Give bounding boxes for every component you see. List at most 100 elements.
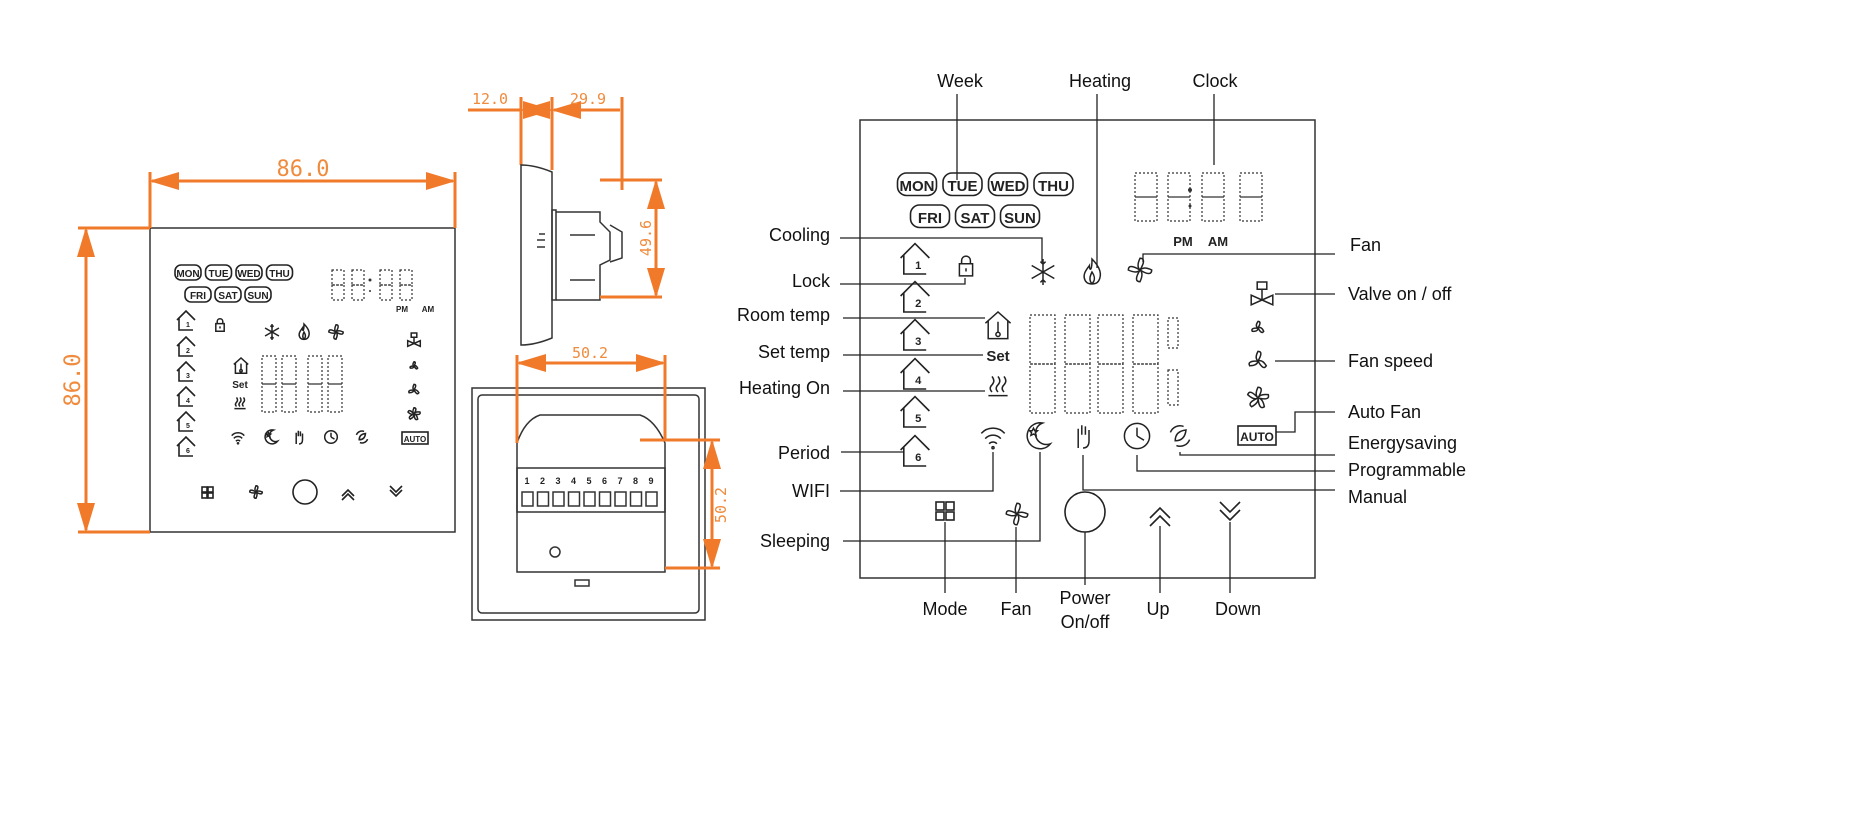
- segment-digit: [327, 355, 343, 385]
- terminal-number: 7: [617, 476, 622, 486]
- heating-on-icon: [234, 397, 245, 408]
- terminal-number: 4: [571, 476, 576, 486]
- terminal-slot: [629, 491, 643, 507]
- day-pill-mon: [896, 172, 938, 197]
- fan-button-icon[interactable]: [250, 486, 263, 499]
- fan-speed-1-icon: [1252, 321, 1264, 332]
- period-6-icon: 6: [176, 435, 196, 457]
- segment-digit: [1134, 172, 1158, 198]
- period-6-icon: 6: [900, 434, 930, 467]
- day-label: WED: [237, 269, 260, 280]
- day-label: FRI: [918, 210, 942, 227]
- terminal-slot: [614, 491, 627, 507]
- terminal-slot: [645, 491, 658, 507]
- segment-digit: [331, 269, 345, 286]
- room-temp-icon: [234, 358, 248, 373]
- wifi-icon: [981, 428, 1004, 449]
- callout-valve: Valve on / off: [1348, 284, 1452, 304]
- segment-digit: [399, 269, 413, 286]
- svg-text:1: 1: [915, 260, 921, 272]
- callout-up: Up: [1146, 599, 1169, 619]
- am-indicator: AM: [422, 305, 435, 314]
- terminal-number: 1: [524, 476, 529, 486]
- day-label: FRI: [190, 291, 206, 302]
- fan-button[interactable]: [1006, 503, 1028, 525]
- segment-digit: [261, 355, 277, 385]
- day-label: WED: [991, 178, 1026, 195]
- svg-text:3: 3: [186, 373, 190, 380]
- rear-terminal-housing: [516, 414, 666, 573]
- eco-icon: [1170, 426, 1189, 447]
- terminal-slot: [567, 491, 581, 507]
- callout-set-temp: Set temp: [758, 342, 830, 362]
- pm-indicator: PM: [396, 305, 408, 314]
- auto-indicator: AUTO: [404, 435, 427, 444]
- clock-icon: [1124, 423, 1149, 448]
- power-button[interactable]: [1064, 491, 1106, 533]
- fan-icon: [1128, 258, 1151, 281]
- period-1-icon: 1: [900, 242, 930, 275]
- day-label: SAT: [961, 210, 990, 227]
- fan-icon: [329, 325, 343, 339]
- day-pill-sat: [954, 204, 996, 229]
- set-indicator-large: Set: [986, 348, 1009, 365]
- period-4-icon: 4: [176, 385, 196, 407]
- clock-icon: [325, 431, 338, 444]
- fan-speed-3-icon: [408, 408, 420, 420]
- day-pill-sun: [244, 286, 272, 303]
- period-2-icon: 2: [176, 335, 196, 357]
- lock-icon: [216, 319, 224, 332]
- day-label: SUN: [1004, 210, 1036, 227]
- heating-on-icon: [988, 376, 1007, 395]
- period-1-icon: 1: [176, 309, 196, 331]
- callout-manual: Manual: [1348, 487, 1407, 507]
- down-button[interactable]: [1219, 501, 1241, 522]
- mode-button[interactable]: [935, 501, 955, 521]
- callout-fan-button: Fan: [1000, 599, 1031, 619]
- front-width-label: 86.0: [277, 157, 330, 182]
- snowflake-icon: [265, 324, 279, 340]
- terminal-number: 3: [555, 476, 560, 486]
- day-pill-wed: [235, 264, 263, 281]
- period-2-icon: 2: [900, 280, 930, 313]
- valve-icon: [408, 333, 421, 346]
- callout-room-temp: Room temp: [737, 305, 830, 325]
- auto-indicator-large: AUTO: [1240, 430, 1274, 444]
- svg-text:4: 4: [186, 398, 190, 405]
- side-front-depth-label: 12.0: [472, 90, 508, 108]
- period-3-icon: 3: [900, 318, 930, 351]
- sleep-icon: [265, 430, 278, 444]
- terminal-slot: [536, 491, 550, 507]
- segment-digit: [281, 355, 297, 385]
- terminal-number: 9: [648, 476, 653, 486]
- day-pill-wed: [987, 172, 1029, 197]
- up-button[interactable]: [1149, 506, 1171, 527]
- day-label: MON: [176, 269, 199, 280]
- lock-icon: [959, 256, 972, 276]
- eco-icon: [356, 431, 367, 443]
- period-3-icon: 3: [176, 360, 196, 382]
- callout-week: Week: [937, 71, 984, 91]
- svg-text:5: 5: [186, 423, 190, 430]
- callout-period: Period: [778, 443, 830, 463]
- segment-digit: [1201, 172, 1225, 198]
- side-height-label: 49.6: [637, 220, 655, 256]
- room-temp-icon: [985, 312, 1010, 339]
- rear-height-label: 50.2: [712, 487, 730, 523]
- terminal-slot: [552, 491, 565, 507]
- day-label: SUN: [247, 291, 268, 302]
- snowflake-icon: [1032, 259, 1055, 285]
- day-label: TUE: [209, 269, 229, 280]
- flame-icon: [1084, 259, 1100, 284]
- day-pill-tue: [204, 264, 233, 281]
- side-back-body: [556, 211, 611, 301]
- day-pill-thu: [265, 264, 294, 281]
- front-height-label: 86.0: [61, 354, 86, 407]
- terminal-number: 8: [633, 476, 638, 486]
- day-pill-sat: [214, 286, 242, 303]
- day-label: SAT: [218, 291, 237, 302]
- sleep-icon: [1027, 423, 1050, 449]
- terminal-slot: [521, 491, 534, 507]
